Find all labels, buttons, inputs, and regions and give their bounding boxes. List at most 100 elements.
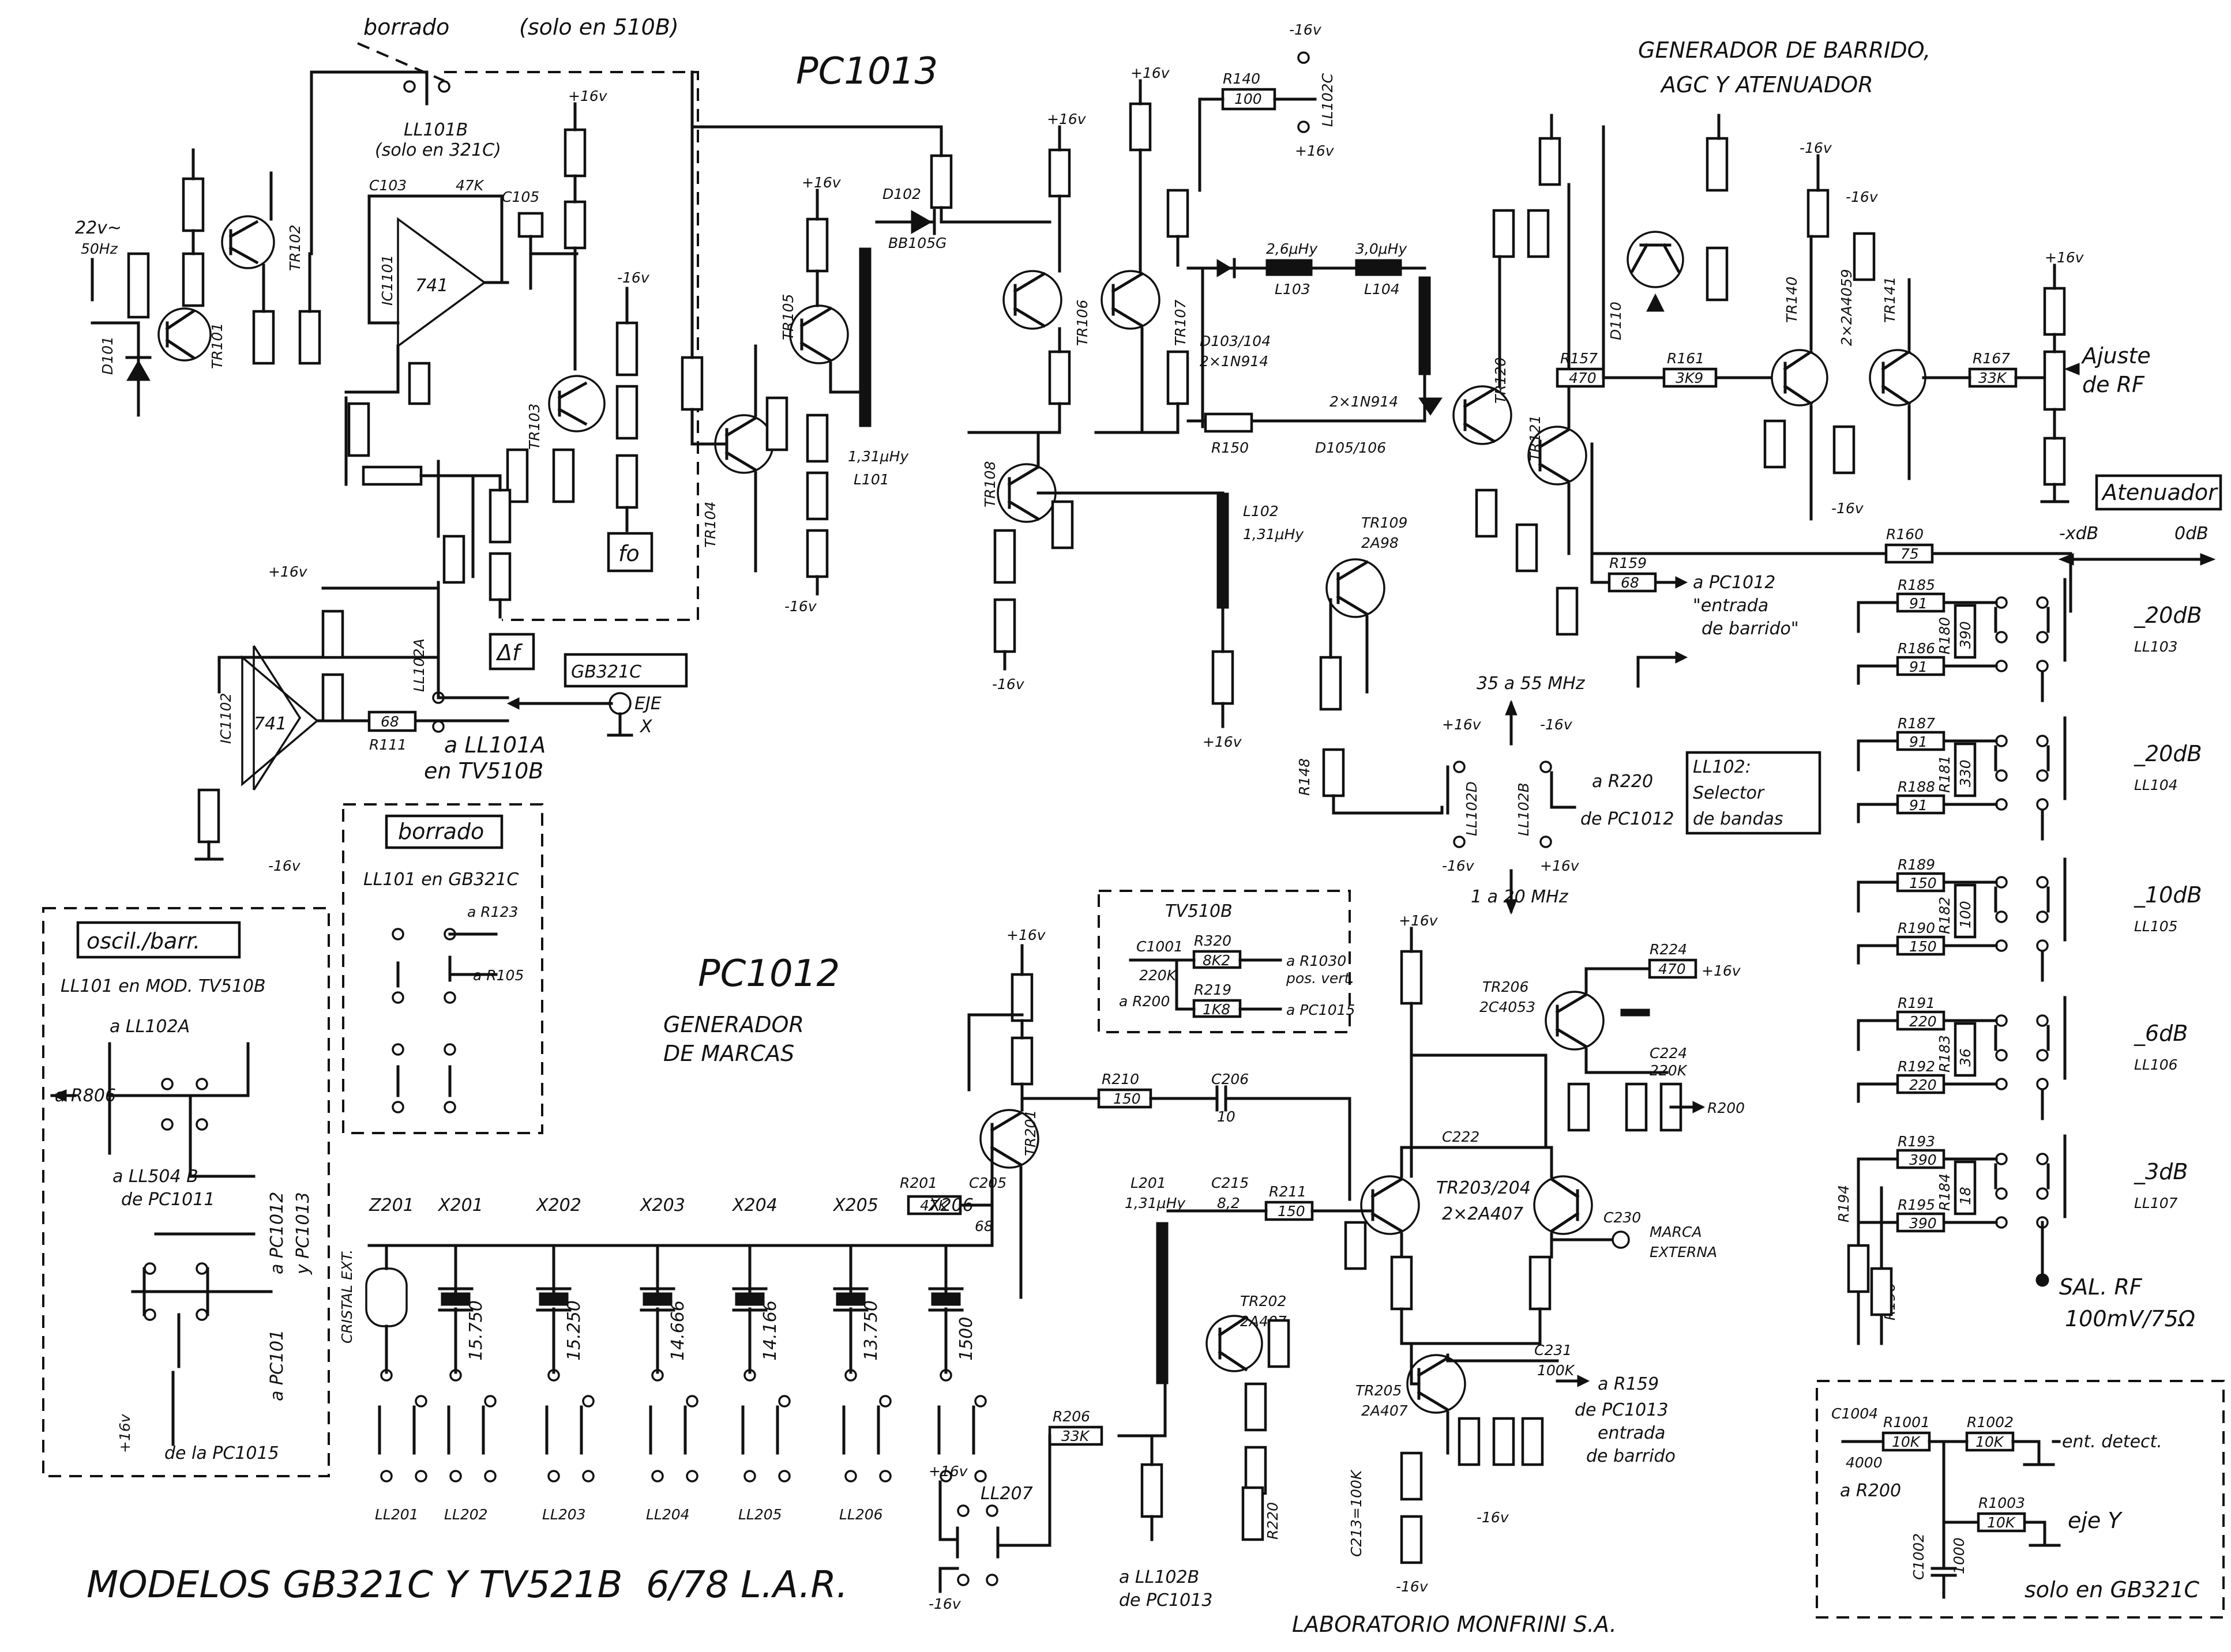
crystal-ll: LL205: [738, 1506, 782, 1523]
title-gen-barrido-1: GENERADOR DE BARRIDO,: [1638, 37, 1930, 63]
label-a-r220: a R220: [1592, 772, 1653, 792]
oscil-y-pc1013: y PC1013: [293, 1192, 313, 1275]
atten-vb: 390: [1909, 1215, 1937, 1232]
label-tr205-type: 2A407: [1361, 1402, 1408, 1419]
svg-text:+16v: +16v: [1399, 912, 1438, 929]
crystal-freq: 13.750: [861, 1300, 881, 1361]
atten-rb: R188: [1898, 778, 1935, 795]
svg-text:C103: C103: [369, 177, 407, 194]
label-sal-rf-v: 100mV/75Ω: [2065, 1306, 2195, 1331]
label-d102: D102: [882, 186, 921, 202]
svg-text:+16v: +16v: [929, 1463, 968, 1480]
det-c1004: C1004: [1831, 1405, 1878, 1422]
tv510b-box: [1098, 890, 1351, 1033]
crystal-freq: 14.666: [668, 1300, 688, 1361]
label-ll207: LL207: [981, 1484, 1033, 1504]
label-r210: R210: [1102, 1071, 1139, 1087]
det-eje-y: eje Y: [2068, 1508, 2123, 1533]
label-de-bandas: de bandas: [1693, 809, 1783, 829]
switch-contact: [2036, 1187, 2049, 1200]
label-r194: R194: [1835, 1185, 1852, 1222]
label-ac-22v: 22v~: [75, 218, 122, 238]
label-r161-v: 3K9: [1676, 370, 1703, 386]
switch-contact: [1995, 939, 2008, 952]
label-r201: R201: [900, 1175, 937, 1191]
crystal-body: [735, 1292, 765, 1306]
label-r200-in: R200: [1707, 1100, 1745, 1116]
label-tr205: TR205: [1355, 1382, 1402, 1399]
label-eje: EJE: [634, 694, 662, 714]
svg-text:-16v: -16v: [617, 269, 650, 286]
borrado-title: borrado: [398, 819, 484, 844]
detector-box: [1816, 1380, 2225, 1619]
det-a-r200: a R200: [1840, 1481, 1901, 1501]
svg-text:+16v: +16v: [1047, 111, 1087, 127]
atten-va: 390: [1909, 1151, 1937, 1168]
label-band-lo: 1 a 20 MHz: [1471, 887, 1569, 907]
crystal-freq: 15.250: [564, 1300, 584, 1361]
label-entrada-top: "entrada: [1693, 596, 1768, 616]
tv510b-r320: R320: [1194, 932, 1231, 949]
label-r167-v: 33K: [1978, 370, 2008, 386]
atten-vc: 100: [1957, 901, 1974, 928]
crystal-body: [643, 1292, 673, 1306]
label-tr201: TR201: [1022, 1110, 1039, 1156]
switch-contact: [2036, 1014, 2049, 1027]
switch-contact: [2036, 660, 2049, 672]
crystal-freq: 15.750: [466, 1300, 486, 1361]
label-d105: D105/106: [1315, 439, 1386, 456]
label-ic1101: IC1101: [379, 255, 396, 306]
label-tr206: TR206: [1482, 979, 1528, 995]
switch-contact: [1995, 798, 2008, 811]
label-de-barrido: de barrido: [1586, 1446, 1676, 1466]
crystal-body: [931, 1292, 961, 1306]
label-50hz: 50Hz: [81, 240, 118, 257]
label-ll102: LL102:: [1693, 757, 1751, 777]
atten-rc: R181: [1936, 755, 1953, 793]
label-l102: L102: [1243, 503, 1279, 520]
label-c222: C222: [1442, 1128, 1479, 1145]
switch-contact: [2036, 769, 2049, 782]
label-marca: MARCA: [1650, 1224, 1702, 1240]
svg-text:-16v: -16v: [1396, 1578, 1429, 1595]
crystal-freq: 14.166: [760, 1300, 780, 1361]
atten-ra: R189: [1898, 856, 1935, 873]
switch-contact: [2036, 631, 2049, 644]
tv510b-a-r1030: a R1030: [1286, 953, 1346, 969]
label-r161: R161: [1667, 350, 1704, 367]
borrado-a-r123: a R123: [467, 904, 518, 920]
label-c231-v: 100K: [1537, 1362, 1576, 1379]
switch-contact: [1995, 876, 2008, 889]
label-externa: EXTERNA: [1650, 1244, 1717, 1260]
det-r1003: R1003: [1978, 1495, 2025, 1511]
atten-vc: 390: [1957, 621, 1974, 649]
det-r1001: R1001: [1883, 1414, 1930, 1431]
label-ajuste: Ajuste: [2080, 343, 2151, 368]
label-ic-741-a: 741: [415, 276, 448, 296]
svg-text:+16v: +16v: [568, 88, 608, 104]
crystal-body: [836, 1292, 866, 1306]
label-ll101b: LL101B: [404, 120, 468, 140]
switch-contact: [1995, 596, 2008, 609]
oscil-a-ll504b: a LL504 B: [112, 1166, 198, 1187]
label-r220: R220: [1264, 1502, 1281, 1540]
switch-contact: [2036, 1153, 2049, 1165]
svg-text:C105: C105: [502, 189, 539, 205]
label-d101: D101: [99, 336, 116, 375]
label-tr101: TR101: [209, 323, 226, 369]
label-tr121: TR121: [1527, 415, 1543, 461]
